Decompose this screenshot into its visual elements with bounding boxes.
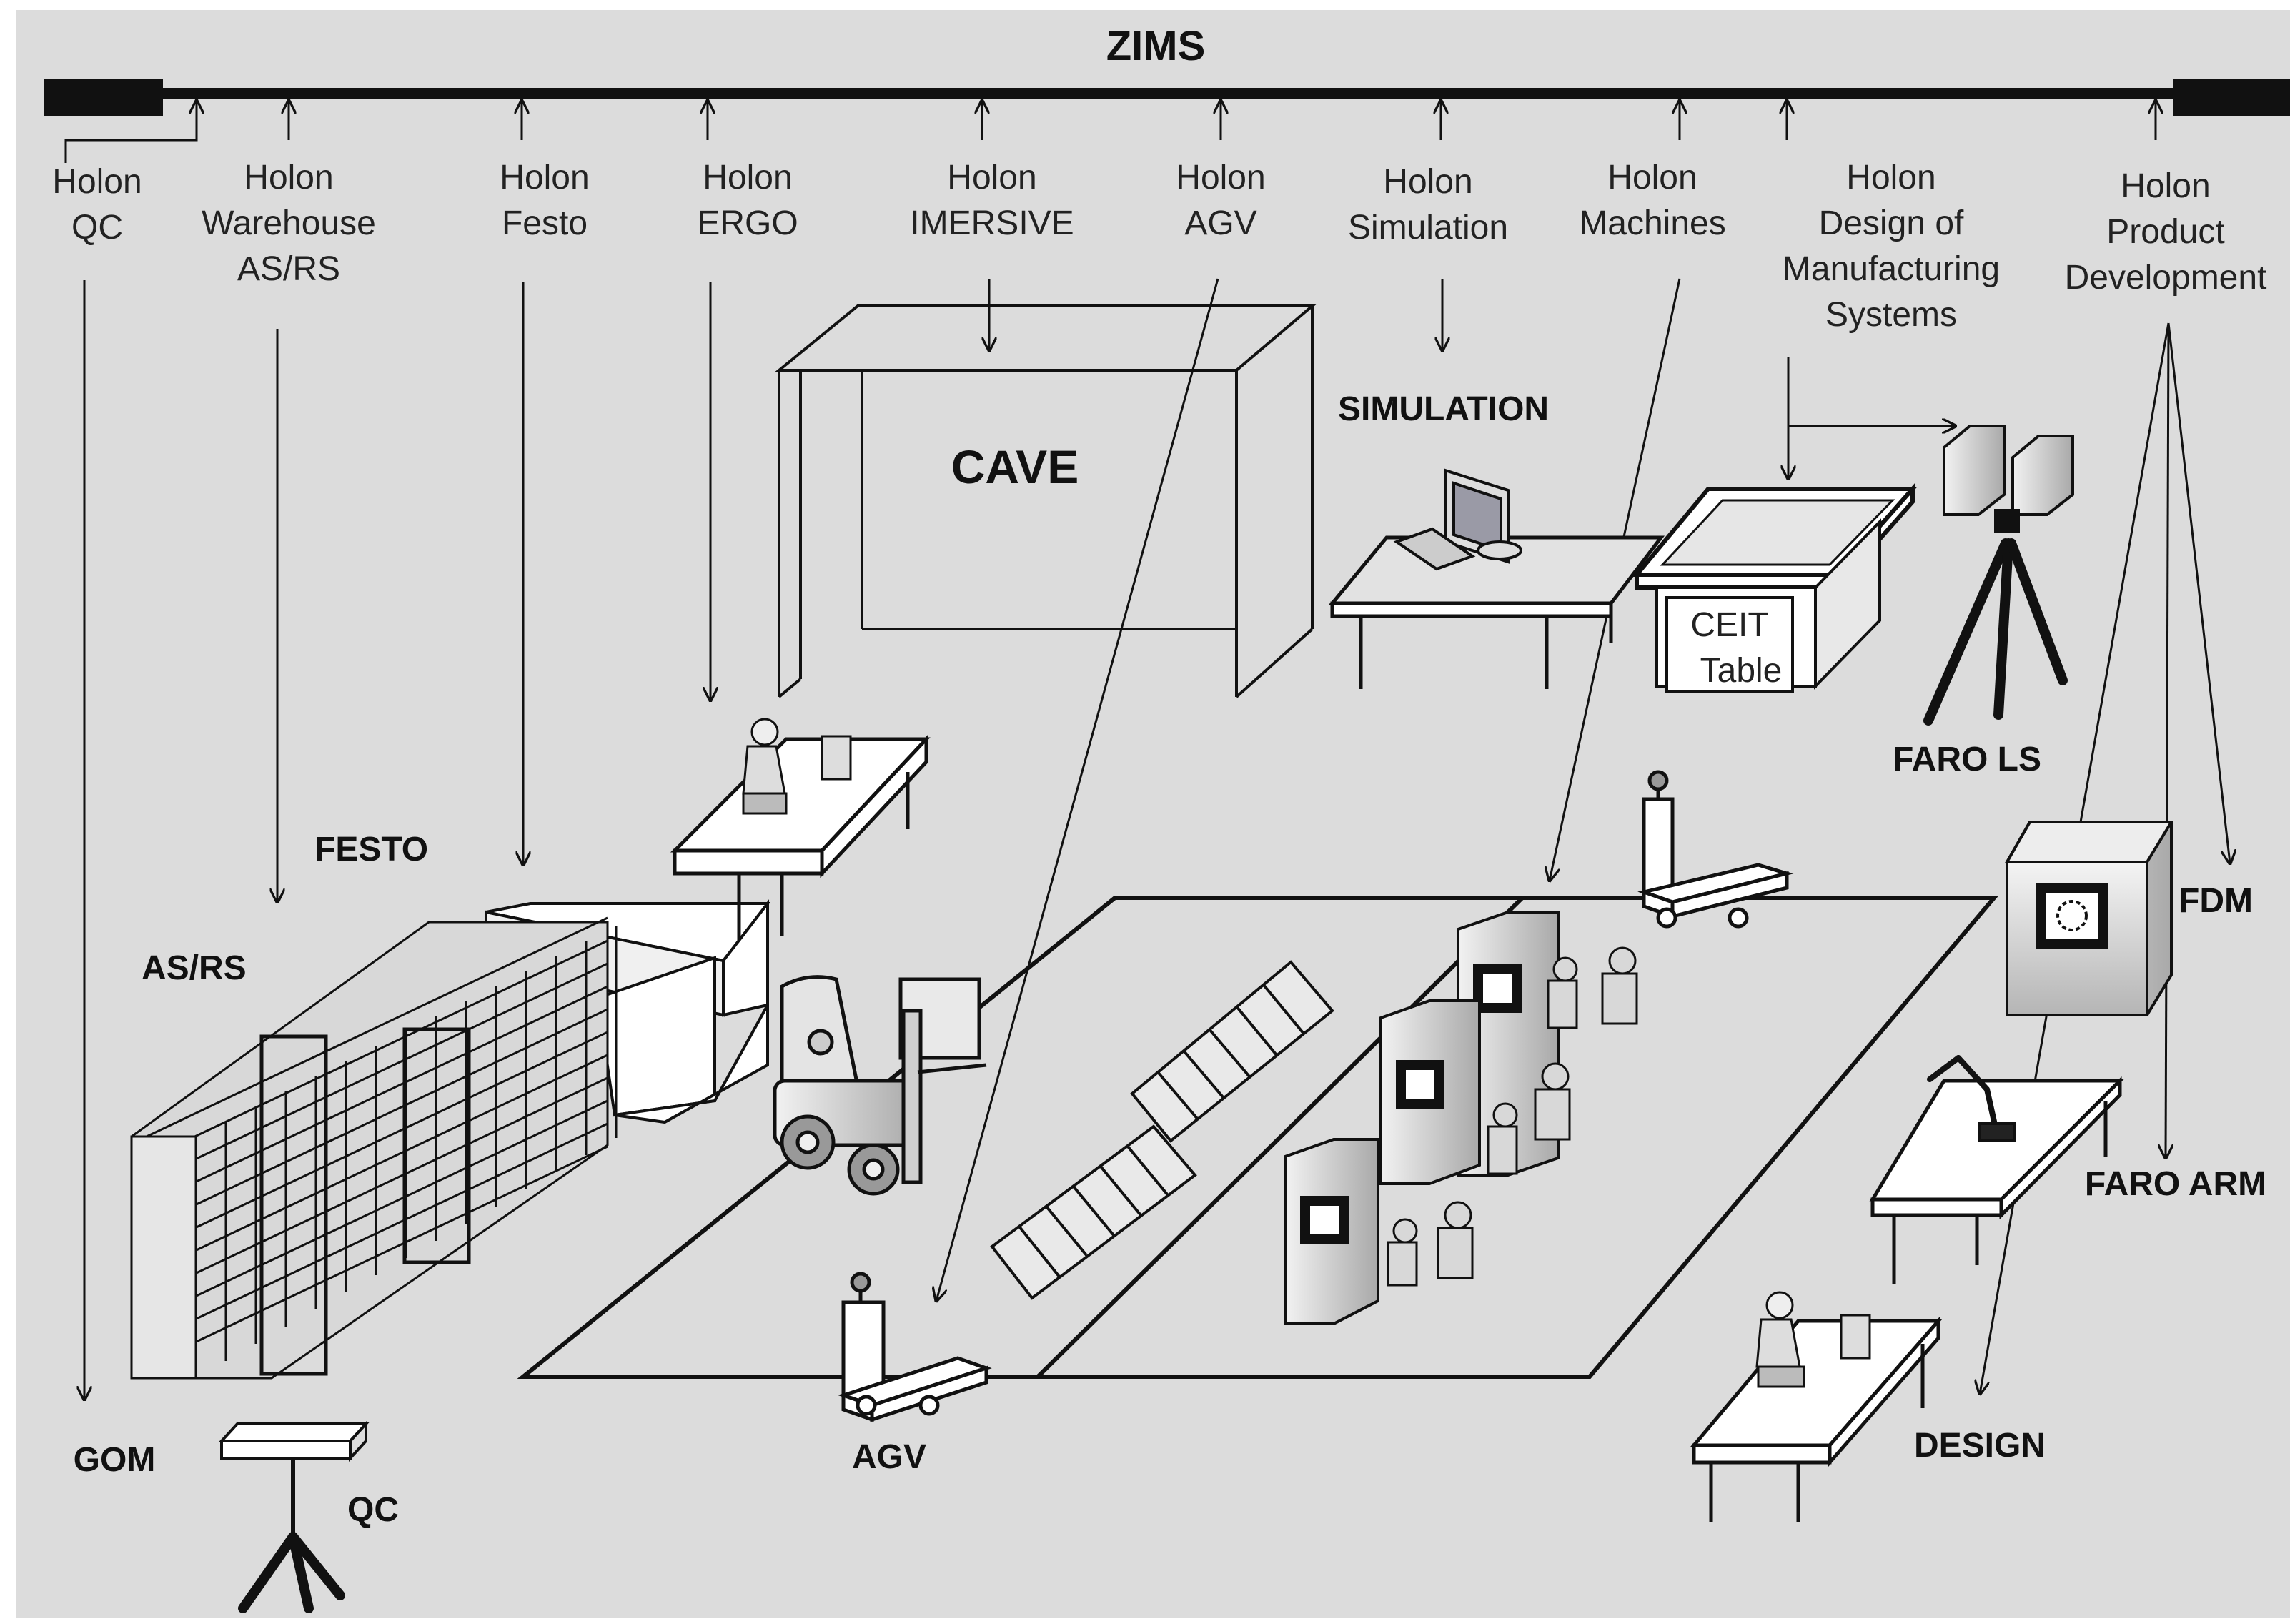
asrs-rack-shelf	[131, 985, 608, 1214]
faro-ls-label: FARO LS	[1893, 741, 2041, 778]
holon-to-bus-arrows	[64, 101, 2156, 163]
ceit-table: CEIT Table	[1632, 483, 1918, 693]
holon-product-dev-line-3: Development	[2065, 259, 2267, 297]
cave-structure: CAVE	[775, 304, 1317, 698]
fdm-printer: FDM	[2004, 821, 2253, 1016]
festo-label: FESTO	[314, 831, 428, 868]
gom-qc-scanner: GOM QC	[74, 1420, 399, 1613]
cave-label: CAVE	[951, 440, 1079, 493]
holon-product-dev-line-1: Holon	[2121, 167, 2210, 205]
asrs-rack: AS/RS	[130, 916, 618, 1380]
faro-arm-label: FARO ARM	[2085, 1165, 2266, 1203]
asrs-rack-shelf	[131, 1008, 608, 1237]
holon-design-mfg-line-4: Systems	[1825, 296, 1957, 334]
arrow-product-to-fdm	[2167, 322, 2230, 863]
machine-cabinet-2	[1379, 999, 1481, 1185]
design-label: DESIGN	[1914, 1427, 2046, 1465]
asrs-rack-shelf	[131, 939, 608, 1168]
bus-title: ZIMS	[1106, 23, 1206, 69]
robot-arm-icon	[1927, 1055, 2016, 1142]
holon-qc-line-1: Holon	[52, 163, 142, 201]
forklift-icon	[773, 975, 987, 1196]
holon-ergo-line-2: ERGO	[697, 204, 798, 242]
zims-bus: ZIMS	[44, 23, 2290, 116]
agv-label: AGV	[852, 1438, 926, 1476]
faro-arm-table: FARO ARM	[1869, 1055, 2266, 1284]
conveyor-ramps	[990, 960, 1334, 1300]
qc-label: QC	[347, 1491, 399, 1529]
holon-festo-line-1: Holon	[500, 159, 589, 197]
simulation-desk: SIMULATION	[1328, 390, 1665, 689]
fdm-label: FDM	[2179, 882, 2253, 920]
holon-machines-line-2: Machines	[1579, 204, 1725, 242]
machine-cabinet-1	[1457, 911, 1560, 1177]
asrs-rack-shelf	[131, 916, 608, 1145]
holon-imersive-line-2: IMERSIVE	[910, 204, 1074, 242]
holon-design-mfg-line-2: Design of	[1819, 204, 1964, 242]
design-workstation: DESIGN	[1690, 1291, 2046, 1522]
asrs-rack-shelf	[131, 1122, 608, 1351]
holon-warehouse-line-2: Warehouse	[202, 204, 376, 242]
asrs-rack-shelf	[131, 1054, 608, 1282]
arrow-agv-to-agv	[936, 278, 1219, 1301]
asrs-rack-shelf	[131, 1145, 608, 1374]
holon-warehouse-line-3: AS/RS	[237, 250, 340, 288]
asrs-rack-shelf	[131, 962, 608, 1191]
asrs-rack-shelf	[131, 1099, 608, 1328]
holon-design-mfg-line-1: Holon	[1846, 159, 1935, 197]
holon-simulation-line-2: Simulation	[1348, 209, 1508, 247]
holon-agv-line-1: Holon	[1176, 159, 1265, 197]
holon-product-dev-line-2: Product	[2106, 213, 2224, 251]
arrow-product-to-faro-arm	[2166, 322, 2168, 1158]
holon-festo-line-2: Festo	[502, 204, 588, 242]
design-worker-icon	[1755, 1291, 1871, 1388]
holon-agv-line-2: AGV	[1184, 204, 1256, 242]
machines-group	[1284, 911, 1638, 1325]
holon-imersive-line-1: Holon	[947, 159, 1036, 197]
ceit-table-label-line1: CEIT	[1690, 606, 1768, 644]
holon-simulation-line-1: Holon	[1383, 163, 1472, 201]
machine-cabinet-3	[1284, 1138, 1379, 1325]
computer-icon	[1393, 468, 1522, 571]
holon-machines-line-1: Holon	[1607, 159, 1697, 197]
simulation-label: SIMULATION	[1338, 390, 1549, 428]
ergo-workstation	[670, 718, 931, 941]
ergo-worker-icon	[742, 718, 852, 815]
faro-ls-scanner: FARO LS	[1893, 425, 2074, 778]
bus-left-terminal	[44, 79, 163, 116]
agv-cart-upper	[1637, 770, 1794, 929]
arrow-qc-to-bus	[64, 101, 197, 163]
holon-warehouse-line-1: Holon	[244, 159, 333, 197]
asrs-rack-shelf	[131, 1031, 608, 1259]
machine-operator-icons	[1387, 946, 1638, 1287]
asrs-label: AS/RS	[142, 949, 247, 987]
holon-ergo-line-1: Holon	[703, 159, 792, 197]
ceit-table-label-line2: Table	[1700, 652, 1783, 690]
asrs-rack-shelf	[131, 1076, 608, 1305]
holon-design-mfg-line-3: Manufacturing	[1783, 250, 2000, 288]
bus-right-terminal	[2173, 79, 2290, 116]
holon-qc-line-2: QC	[71, 209, 123, 247]
agv-cart-lower: AGV	[838, 1272, 992, 1476]
gom-label: GOM	[74, 1441, 156, 1479]
